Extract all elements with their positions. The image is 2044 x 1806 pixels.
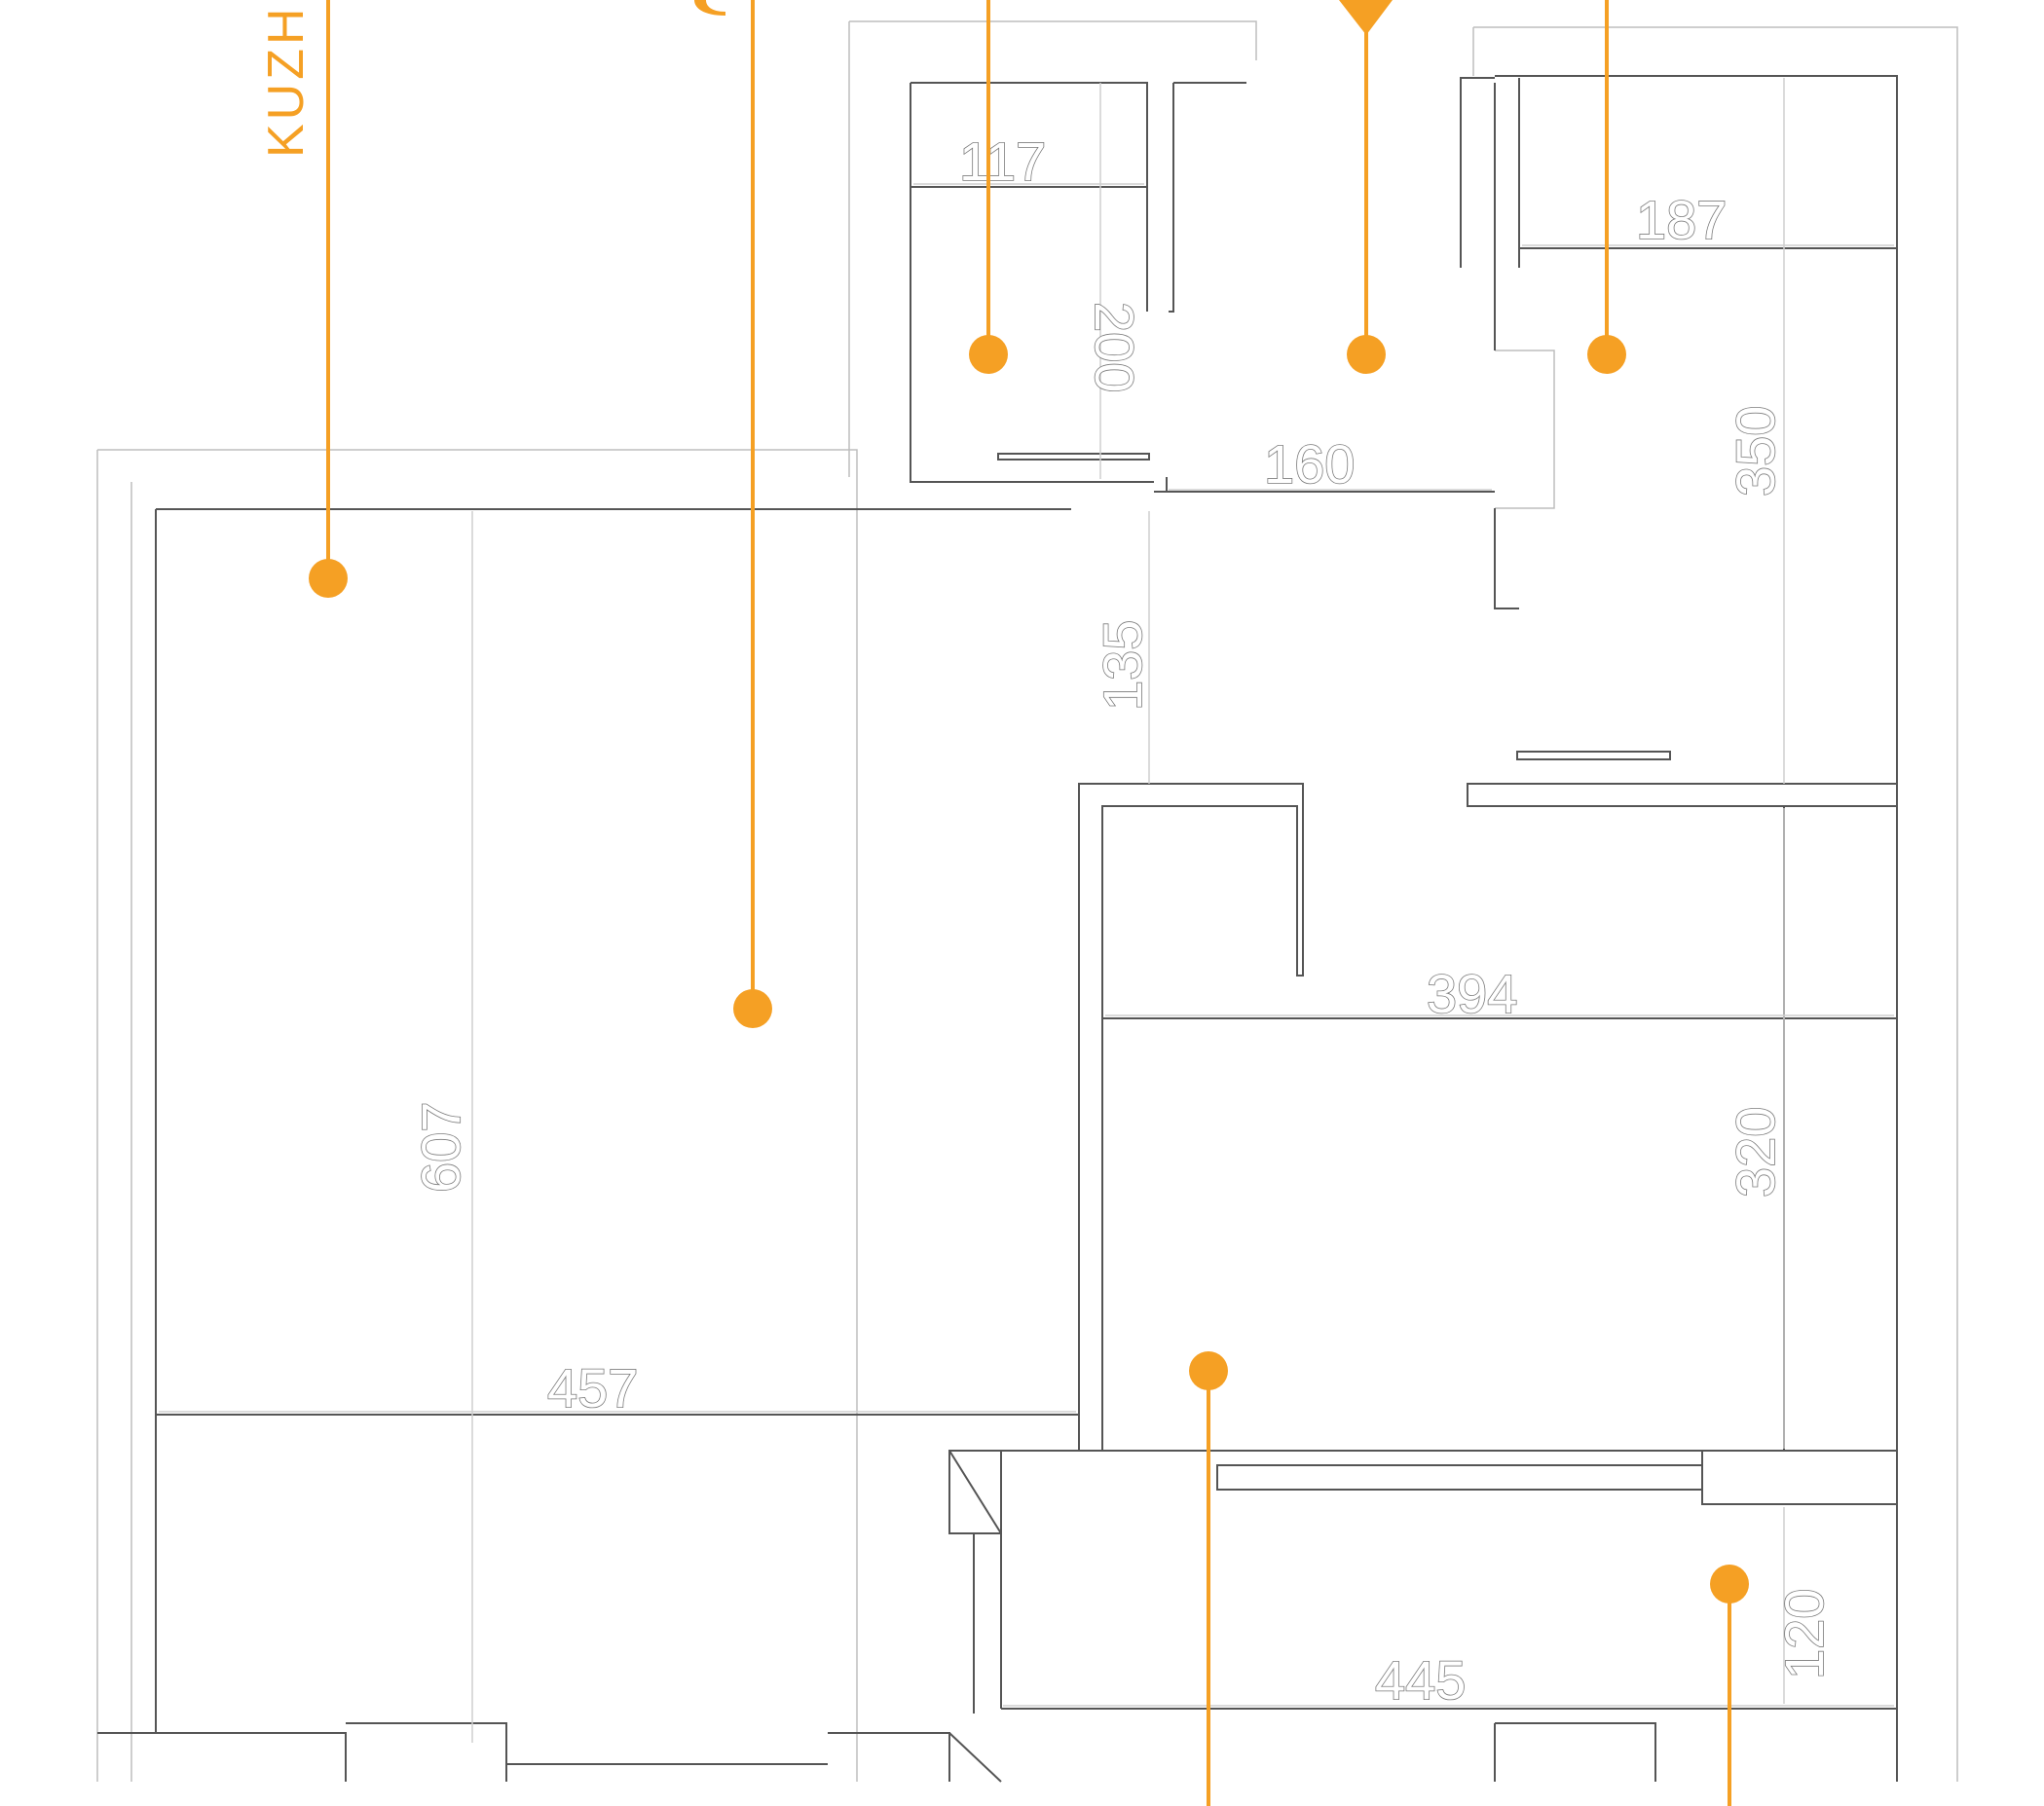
dim-160: 160 [1264, 433, 1355, 495]
dimension-lines [159, 78, 1894, 1743]
living-room-marker[interactable] [733, 989, 772, 1028]
dim-320: 320 [1725, 1107, 1786, 1198]
dim-135: 135 [1092, 620, 1153, 711]
hallway-marker[interactable] [1347, 335, 1386, 374]
bathroom-marker[interactable] [969, 335, 1008, 374]
kitchen-marker[interactable] [309, 559, 348, 598]
hallway-pointer [1339, 0, 1393, 35]
dim-187: 187 [1636, 189, 1727, 250]
second-bedroom-marker[interactable] [1189, 1351, 1228, 1390]
dim-350: 350 [1725, 406, 1786, 497]
balcony-marker[interactable] [1710, 1565, 1749, 1603]
bedroom-marker[interactable] [1587, 335, 1626, 374]
dim-457: 457 [547, 1357, 638, 1419]
dim-200: 200 [1084, 302, 1145, 392]
dim-117: 117 [959, 130, 1046, 192]
dim-445: 445 [1375, 1649, 1466, 1711]
kitchen-label: KUZHIN [258, 0, 315, 158]
dim-120: 120 [1773, 1589, 1835, 1679]
dimension-labels: 117 200 187 350 160 135 607 394 320 457 … [409, 129, 1836, 1712]
room-callouts [309, 0, 1749, 1806]
walls [96, 20, 1958, 1783]
dim-607: 607 [410, 1102, 471, 1193]
living-room-label-fragment [694, 0, 725, 16]
dim-394: 394 [1427, 963, 1517, 1024]
